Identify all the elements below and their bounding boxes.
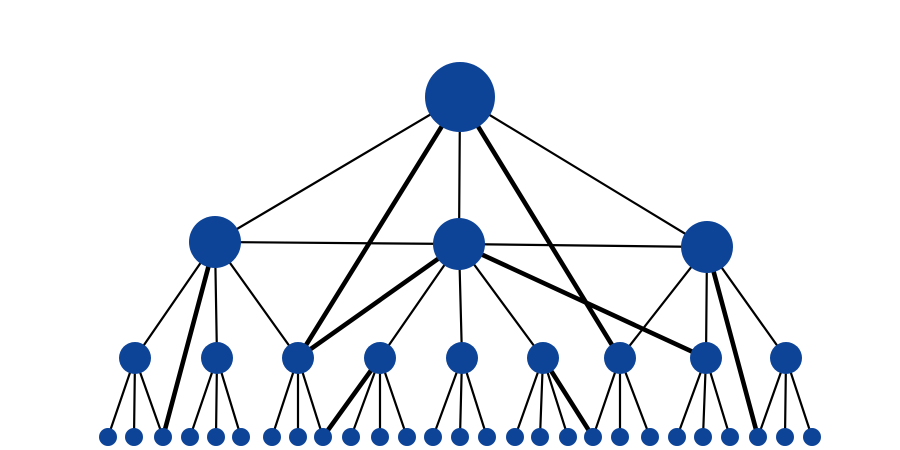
leaf-node: [181, 428, 199, 446]
leaf-node: [125, 428, 143, 446]
leaf-node: [232, 428, 250, 446]
thick-edge: [320, 355, 383, 440]
leaf-node: [531, 428, 549, 446]
thick-edge: [704, 244, 761, 440]
sub-branch-node: [119, 342, 151, 374]
leaf-node: [749, 428, 767, 446]
leaf-node: [478, 428, 496, 446]
leaf-node: [263, 428, 281, 446]
sub-branch-node: [201, 342, 233, 374]
leaf-node: [398, 428, 416, 446]
leaf-node: [424, 428, 442, 446]
thick-edge: [456, 241, 709, 361]
sub-branch-node: [690, 342, 722, 374]
root-node: [425, 62, 495, 132]
edge: [213, 240, 461, 246]
leaf-node: [803, 428, 821, 446]
branch-node: [681, 221, 733, 273]
leaf-node: [207, 428, 225, 446]
leaf-node: [611, 428, 629, 446]
branch-node: [189, 216, 241, 268]
leaf-node: [371, 428, 389, 446]
leaf-node: [668, 428, 686, 446]
leaf-node: [506, 428, 524, 446]
sub-branch-node: [364, 342, 396, 374]
leaf-node: [641, 428, 659, 446]
sub-branch-node: [770, 342, 802, 374]
leaf-node: [559, 428, 577, 446]
leaf-node: [721, 428, 739, 446]
thick-edge: [295, 94, 463, 361]
sub-branch-node: [446, 342, 478, 374]
sub-branch-node: [527, 342, 559, 374]
leaf-node: [694, 428, 712, 446]
thick-edge: [160, 239, 218, 440]
leaf-node: [776, 428, 794, 446]
leaf-node: [584, 428, 602, 446]
thick-edge: [457, 94, 623, 361]
edge: [458, 95, 709, 249]
thick-edge: [295, 241, 462, 361]
leaf-node: [99, 428, 117, 446]
branch-node: [433, 218, 485, 270]
sub-branch-node: [604, 342, 636, 374]
leaf-node: [314, 428, 332, 446]
leaf-node: [289, 428, 307, 446]
edge: [213, 95, 462, 244]
leaf-node: [154, 428, 172, 446]
sub-branch-node: [282, 342, 314, 374]
edge: [457, 242, 709, 249]
leaf-node: [451, 428, 469, 446]
leaf-node: [342, 428, 360, 446]
